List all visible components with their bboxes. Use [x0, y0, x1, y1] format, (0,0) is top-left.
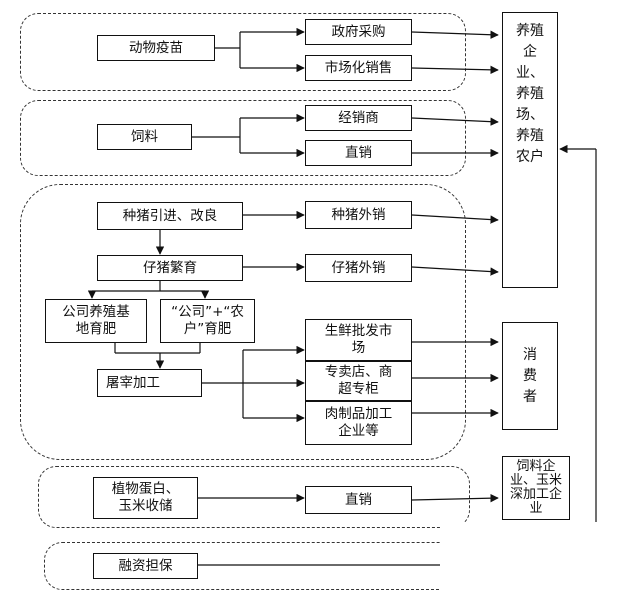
- node-piglet-export: 仔猪外销: [305, 254, 412, 282]
- node-breeding-enterprise: 养殖企业、养殖场、养殖农户: [502, 12, 558, 288]
- node-company-base: 公司养殖基 地育肥: [45, 299, 147, 343]
- node-consumer: 消费者: [502, 322, 558, 430]
- node-direct-sales-plant: 直销: [305, 486, 412, 514]
- node-animal-vaccine: 动物疫苗: [97, 35, 215, 61]
- node-specialty-store: 专卖店、商 超专柜: [305, 361, 412, 401]
- group-pig: [20, 184, 466, 460]
- node-market-sales: 市场化销售: [305, 55, 412, 81]
- group-plant: [38, 466, 470, 528]
- node-breeding-intro: 种猪引进、改良: [97, 202, 243, 230]
- node-gov-procurement: 政府采购: [305, 19, 412, 45]
- group-feed: [20, 100, 466, 176]
- node-feed: 饲料: [97, 124, 192, 150]
- node-distributor: 经销商: [305, 105, 412, 131]
- node-breeding-export: 种猪外销: [305, 201, 412, 229]
- node-direct-sales-feed: 直销: [305, 140, 412, 166]
- node-meat-processing: 肉制品加工 企业等: [305, 401, 412, 445]
- node-slaughter: 屠宰加工: [97, 369, 202, 397]
- crop-mask: [440, 522, 636, 601]
- node-financing: 融资担保: [93, 553, 198, 579]
- node-feed-corn-enterprise: 饲料企业、玉米深加工企业: [502, 456, 570, 520]
- node-company-farmer: “公司”+“农 户”育肥: [160, 299, 255, 343]
- group-vaccine: [20, 13, 466, 91]
- node-plant-protein: 植物蛋白、 玉米收储: [93, 477, 198, 519]
- node-piglet-breeding: 仔猪繁育: [97, 255, 243, 281]
- node-fresh-market: 生鲜批发市 场: [305, 319, 412, 361]
